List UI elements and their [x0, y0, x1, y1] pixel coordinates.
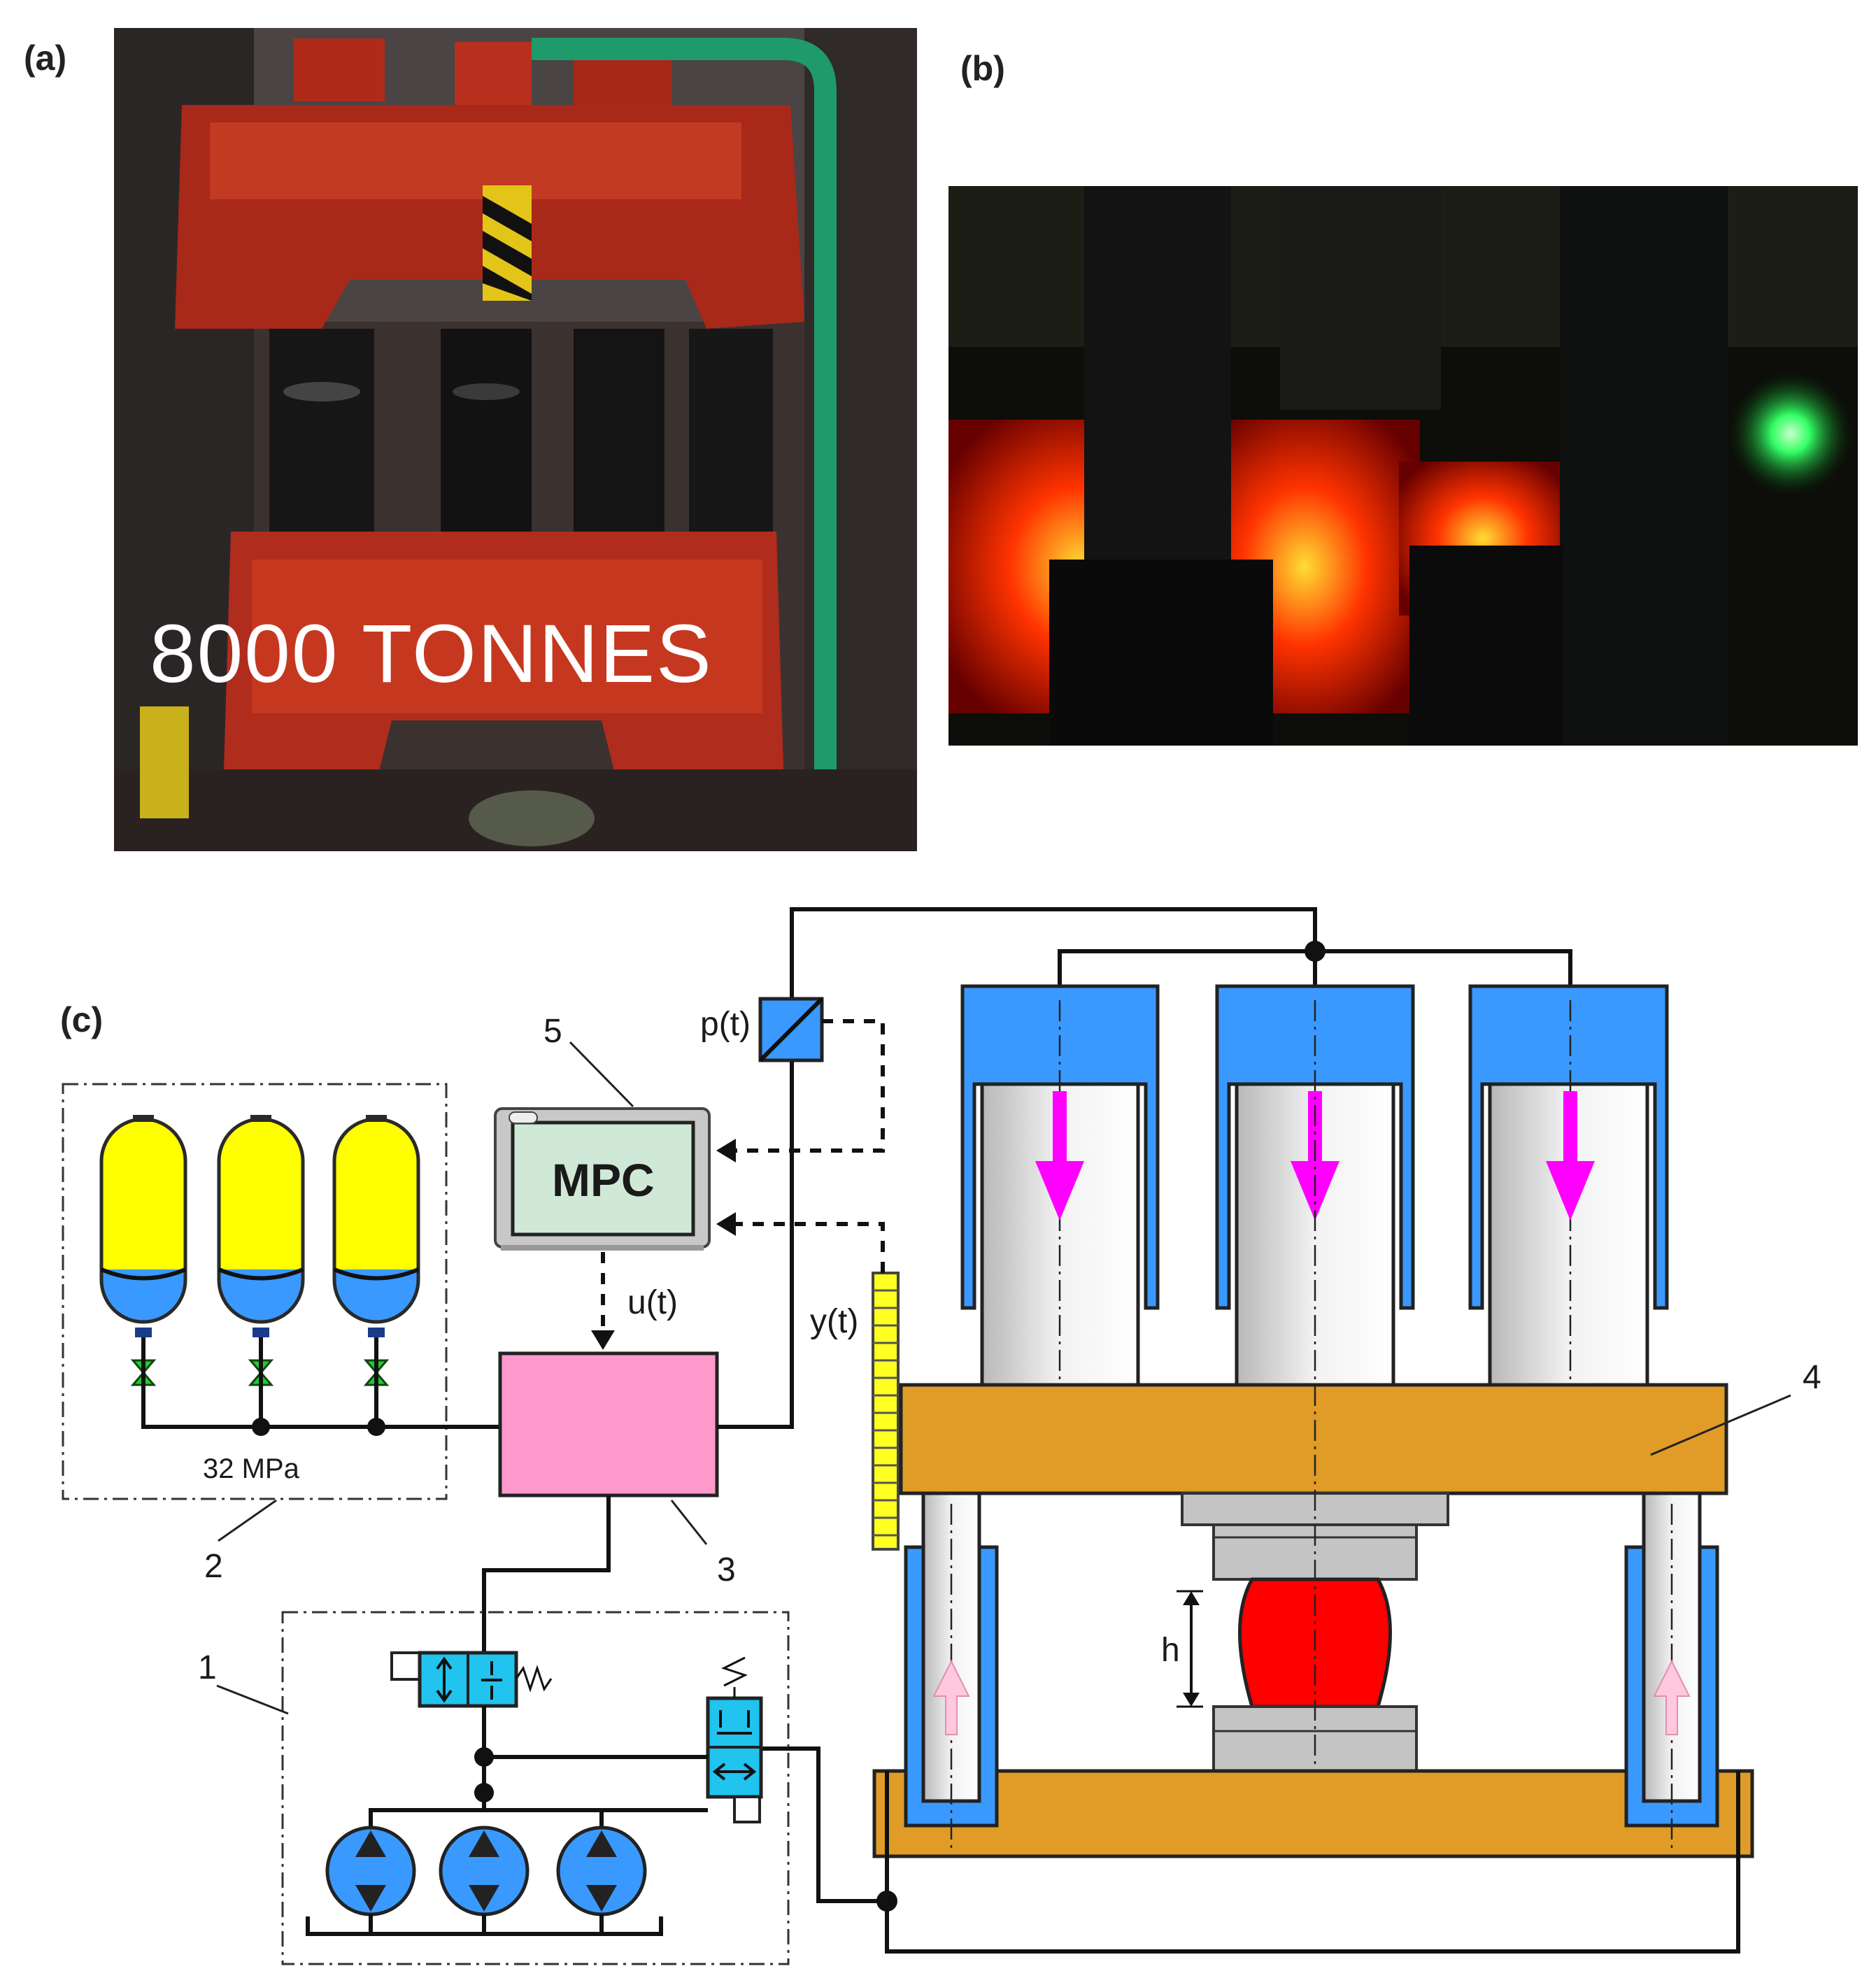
- directional-valve: [390, 1651, 553, 1708]
- callout-5: 5: [543, 1013, 562, 1050]
- gap-height-label: h: [1161, 1632, 1180, 1669]
- main-cylinder-1: [960, 984, 1160, 1387]
- moving-crosshead: [899, 1383, 1728, 1495]
- callout-2: 2: [204, 1548, 223, 1585]
- accumulator-group-box: [62, 1083, 448, 1500]
- pipe-junction: [1305, 941, 1326, 962]
- pipe-junction: [252, 1418, 270, 1436]
- accumulator-3: [332, 1115, 420, 1386]
- press-base: [872, 1769, 1754, 1858]
- control-signal-label: u(t): [627, 1284, 678, 1321]
- pressure-signal-label: p(t): [700, 1006, 751, 1043]
- mpc-controller-monitor: MPC: [494, 1107, 711, 1251]
- return-cylinder-right: [1624, 1491, 1719, 1854]
- mpc-label: MPC: [552, 1154, 655, 1206]
- position-sensor-scale: [872, 1272, 900, 1551]
- pipe-junction: [367, 1418, 385, 1436]
- return-cylinder-left: [904, 1491, 999, 1854]
- panel-c-label: (c): [60, 1000, 103, 1039]
- pump-2: [439, 1826, 530, 1916]
- pump-3: [556, 1826, 647, 1916]
- pipe-junction: [474, 1783, 494, 1802]
- tonnage-overlay-text: 8000 TONNES: [150, 608, 713, 700]
- main-control-valve: [498, 1351, 719, 1497]
- callout-1: 1: [198, 1649, 217, 1686]
- pump-1: [325, 1826, 416, 1916]
- callout-3: 3: [717, 1551, 736, 1588]
- pipe-junction: [876, 1891, 897, 1912]
- return-valve: [706, 1656, 763, 1823]
- position-signal-label: y(t): [810, 1303, 858, 1340]
- panel-b-label: (b): [960, 49, 1005, 88]
- pump-unit-box: [281, 1611, 790, 1965]
- callout-4: 4: [1803, 1359, 1821, 1396]
- accumulator-pressure-label: 32 MPa: [203, 1453, 300, 1484]
- accumulator-1: [99, 1115, 187, 1386]
- hot-forging-photo: [948, 186, 1858, 746]
- panel-a-label: (a): [24, 38, 66, 78]
- accumulator-2: [217, 1115, 305, 1386]
- press-photo: 8000 TONNES: [114, 28, 917, 851]
- main-cylinder-3: [1468, 984, 1669, 1387]
